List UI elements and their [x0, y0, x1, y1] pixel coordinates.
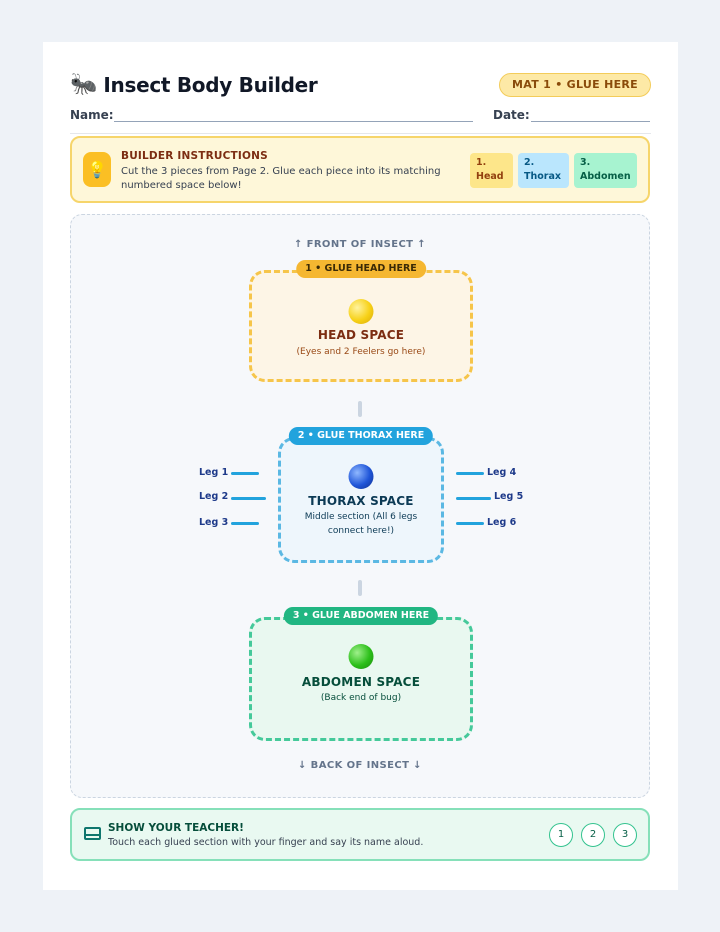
- piece-chips: 1. Head 2. Thorax 3. Abdomen: [470, 153, 637, 188]
- show-teacher-panel: SHOW YOUR TEACHER! Touch each glued sect…: [70, 808, 650, 861]
- leg-label-4: Leg 4: [487, 467, 517, 478]
- leg-label-2: Leg 2: [199, 491, 229, 502]
- ant-icon: 🐜: [70, 72, 98, 97]
- thorax-zone-subtitle: Middle section (All 6 legs connect here!…: [304, 512, 418, 536]
- leg-line-4: [456, 472, 484, 475]
- leg-line-3: [231, 522, 259, 525]
- mat-badge: MAT 1 • GLUE HERE: [498, 73, 651, 97]
- leg-label-5: Leg 5: [494, 491, 524, 502]
- worksheet-page: 🐜 Insect Body Builder MAT 1 • GLUE HERE …: [43, 42, 678, 890]
- instructions-panel: 💡 BUILDER INSTRUCTIONS Cut the 3 pieces …: [70, 136, 650, 203]
- green-circle-icon: [348, 644, 374, 669]
- back-of-insect-label: ↓ BACK OF INSECT ↓: [298, 760, 422, 771]
- check-circles: 1 2 3: [549, 823, 637, 847]
- head-zone-subtitle: (Eyes and 2 Feelers go here): [296, 347, 426, 357]
- chip-number: 2.: [524, 157, 535, 168]
- leg-label-6: Leg 6: [487, 517, 517, 528]
- leg-line-6: [456, 522, 484, 525]
- lightbulb-icon: 💡: [83, 152, 111, 187]
- glue-board: ↑ FRONT OF INSECT ↑ 1 • GLUE HEAD HERE H…: [70, 214, 650, 798]
- blue-circle-icon: [348, 464, 374, 489]
- check-circle-2[interactable]: 2: [581, 823, 605, 847]
- leg-line-1: [231, 472, 259, 475]
- teacher-body: Touch each glued section with your finge…: [108, 837, 424, 848]
- chip-number: 3.: [580, 157, 591, 168]
- header: 🐜 Insect Body Builder MAT 1 • GLUE HERE: [70, 72, 651, 102]
- check-circle-3[interactable]: 3: [613, 823, 637, 847]
- yellow-circle-icon: [348, 299, 374, 324]
- page-title: 🐜 Insect Body Builder: [70, 72, 318, 98]
- instructions-body: Cut the 3 pieces from Page 2. Glue each …: [121, 166, 441, 191]
- date-label: Date:: [493, 108, 530, 122]
- leg-line-5: [456, 497, 491, 500]
- title-text: Insect Body Builder: [103, 73, 318, 97]
- chip-label: Thorax: [524, 171, 561, 182]
- chip-label: Head: [476, 171, 504, 182]
- chip-head: 1. Head: [470, 153, 513, 188]
- chip-number: 1.: [476, 157, 487, 168]
- thorax-abdomen-connector: [358, 580, 362, 596]
- head-thorax-connector: [358, 401, 362, 417]
- leg-label-3: Leg 3: [199, 517, 229, 528]
- tablet-icon: [84, 827, 101, 840]
- chip-thorax: 2. Thorax: [518, 153, 569, 188]
- front-of-insect-label: ↑ FRONT OF INSECT ↑: [293, 239, 427, 250]
- head-zone-tag: 1 • GLUE HEAD HERE: [296, 260, 426, 278]
- head-glue-zone[interactable]: 1 • GLUE HEAD HERE HEAD SPACE (Eyes and …: [249, 260, 473, 382]
- abdomen-zone-title: ABDOMEN SPACE: [301, 675, 421, 689]
- name-date-row: Name: Date:: [70, 106, 651, 128]
- chip-label: Abdomen: [580, 171, 631, 182]
- chip-abdomen: 3. Abdomen: [574, 153, 637, 188]
- leg-line-2: [231, 497, 266, 500]
- thorax-glue-zone[interactable]: 2 • GLUE THORAX HERE THORAX SPACE Middle…: [278, 427, 444, 563]
- head-zone-title: HEAD SPACE: [317, 328, 405, 342]
- date-field[interactable]: [531, 121, 650, 122]
- name-label: Name:: [70, 108, 114, 122]
- abdomen-zone-tag: 3 • GLUE ABDOMEN HERE: [283, 607, 439, 625]
- leg-label-1: Leg 1: [199, 467, 229, 478]
- abdomen-zone-subtitle: (Back end of bug): [320, 693, 402, 703]
- abdomen-glue-zone[interactable]: 3 • GLUE ABDOMEN HERE ABDOMEN SPACE (Bac…: [249, 607, 473, 741]
- thorax-zone-tag: 2 • GLUE THORAX HERE: [288, 427, 434, 445]
- thorax-zone-title: THORAX SPACE: [308, 494, 414, 508]
- header-divider: [70, 133, 651, 134]
- name-field[interactable]: [114, 121, 473, 122]
- teacher-title: SHOW YOUR TEACHER!: [108, 822, 244, 834]
- instructions-title: BUILDER INSTRUCTIONS: [121, 150, 268, 162]
- check-circle-1[interactable]: 1: [549, 823, 573, 847]
